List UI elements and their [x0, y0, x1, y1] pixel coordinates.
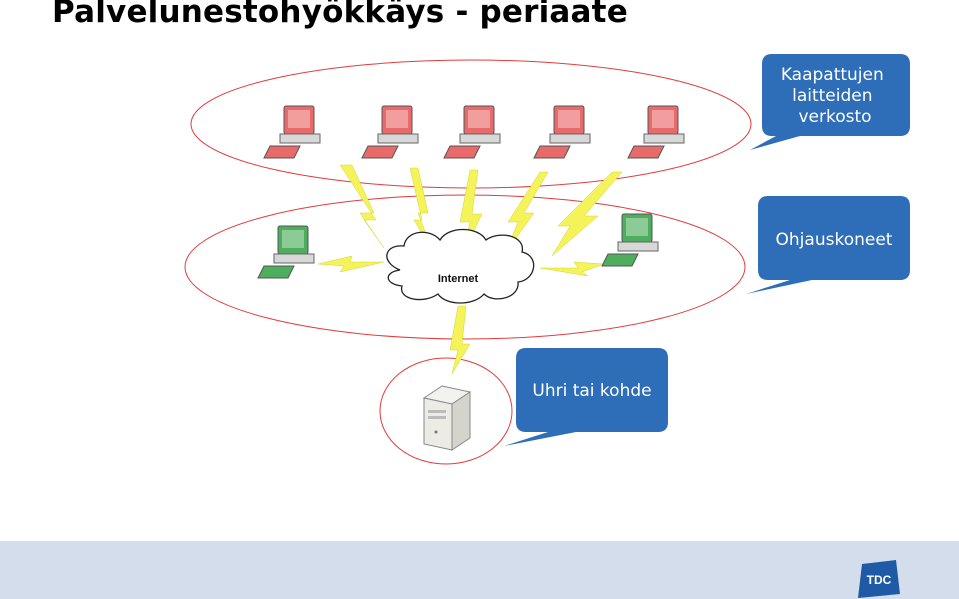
callout-victim-label: Uhri tai kohde	[532, 381, 651, 401]
lightning-icon	[539, 261, 605, 277]
callout-botnet-line3: verkosto	[798, 107, 871, 127]
computer-icon	[257, 225, 315, 279]
svg-text:Kaapattujen laitteiden: Kaapattujen laitteiden verkosto	[781, 65, 889, 127]
tdc-logo: TDC	[858, 560, 900, 598]
lightning-icon	[505, 171, 549, 253]
callout-controllers: Ohjauskoneet	[746, 196, 910, 294]
callout-victim: Uhri tai kohde	[504, 348, 668, 446]
computer-icon	[361, 105, 419, 159]
lightning-links	[317, 164, 623, 375]
victim-ellipse	[379, 357, 513, 465]
server-icon	[422, 385, 472, 451]
lightning-icon	[317, 255, 385, 273]
callout-controllers-label: Ohjauskoneet	[776, 230, 893, 250]
callout-botnet-line1: Kaapattujen	[781, 65, 884, 85]
cloud-label: Internet	[438, 273, 479, 285]
callout-botnet: Kaapattujen laitteiden verkosto	[750, 54, 910, 150]
lightning-icon	[449, 305, 471, 375]
slide-title: Palvelunestohyökkäys - periaate	[52, 0, 628, 30]
lightning-icon	[551, 171, 623, 257]
lightning-icon	[339, 164, 385, 249]
computer-icon	[533, 105, 591, 159]
computer-icon	[443, 105, 501, 159]
computer-icon	[263, 105, 321, 159]
tdc-logo-text: TDC	[867, 573, 892, 587]
ddos-diagram: Internet Kaapattujen laitteiden verkosto…	[184, 54, 910, 465]
internet-cloud: Internet	[386, 228, 535, 304]
bot-computers	[263, 105, 685, 159]
footer-band	[0, 541, 959, 599]
computer-icon	[601, 213, 659, 267]
callout-botnet-line2: laitteiden	[792, 86, 872, 106]
computer-icon	[627, 105, 685, 159]
